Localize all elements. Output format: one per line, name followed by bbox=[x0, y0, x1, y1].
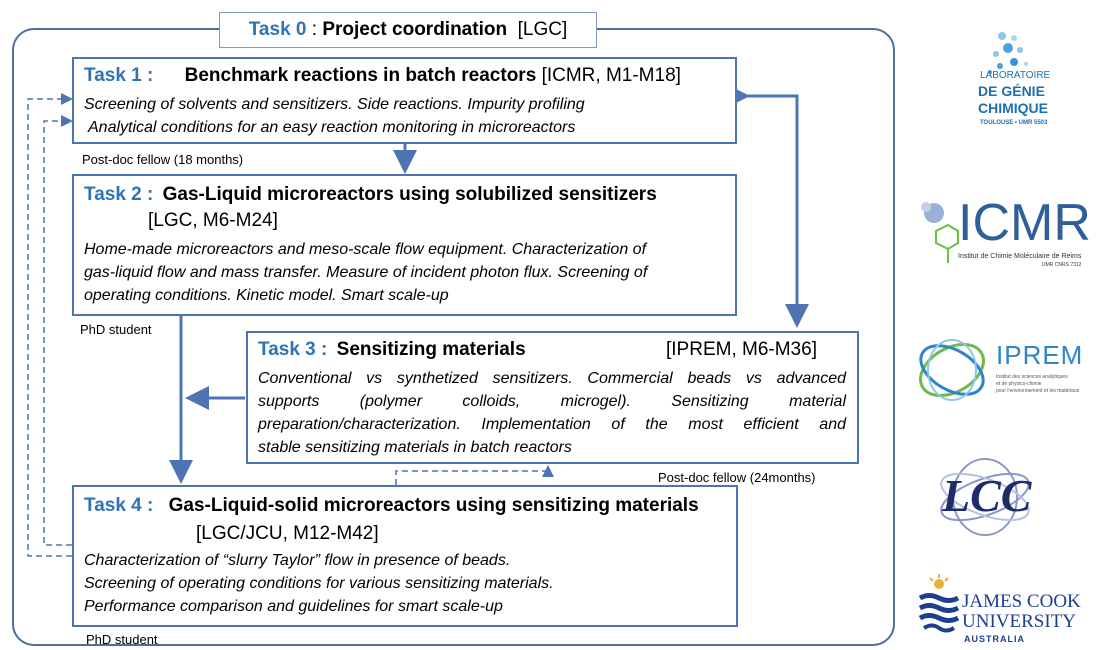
task3-description: Conventional vs synthetized sensitizers.… bbox=[258, 367, 846, 459]
lgc-logo: LABORATOIRE DE GÉNIE CHIMIQUE TOULOUSE •… bbox=[972, 28, 1076, 146]
task2-label: Task 2 bbox=[84, 184, 142, 205]
task0-separator: : bbox=[306, 19, 323, 40]
jcu-line: JAMES COOK bbox=[962, 591, 1081, 612]
icmr-subtitle: Institut de Chimie Moléculaire de Reims bbox=[958, 253, 1082, 260]
task4-line: Performance comparison and guidelines fo… bbox=[84, 598, 503, 615]
task3-line: Conventional vs synthetized sensitizers.… bbox=[258, 370, 846, 387]
lgc-line-4: TOULOUSE • UMR 5503 bbox=[980, 120, 1048, 126]
iprem-logo: IPREM Institut des sciences analytiques … bbox=[912, 330, 1096, 410]
icmr-logo: ICMR Institut de Chimie Moléculaire de R… bbox=[914, 195, 1096, 275]
task0-title: Project coordination bbox=[322, 19, 508, 40]
task2-header: Task 2 : Gas-Liquid microreactors using … bbox=[84, 184, 657, 205]
task0-label: Task 0 bbox=[248, 19, 307, 40]
task3-header: Task 3 : Sensitizing materials [IPREM, M… bbox=[258, 339, 817, 360]
task4-meta: [LGC/JCU, M12-M42] bbox=[196, 523, 379, 544]
task3-staff: Post-doc fellow (24months) bbox=[658, 470, 816, 485]
task3-line: stable sensitizing materials in batch re… bbox=[258, 439, 572, 456]
icmr-name: ICMR bbox=[958, 194, 1091, 252]
jcu-crest-icon bbox=[918, 574, 960, 633]
task1-box: Task 1 : Benchmark reactions in batch re… bbox=[72, 57, 737, 144]
task2-meta: [LGC, M6-M24] bbox=[148, 210, 278, 231]
jcu-logo: JAMES COOK UNIVERSITY AUSTRALIA bbox=[914, 572, 1097, 650]
task4-label: Task 4 bbox=[84, 495, 142, 516]
task3-line: preparation/characterization. Implementa… bbox=[258, 416, 846, 433]
icmr-molecule-icon bbox=[921, 202, 959, 263]
task3-label: Task 3 bbox=[258, 339, 316, 360]
task4-staff: PhD student bbox=[86, 632, 158, 647]
dashed-task4-to-task1-b bbox=[43, 115, 73, 546]
lcc-name: LCC bbox=[942, 470, 1032, 521]
task3-box: Task 3 : Sensitizing materials [IPREM, M… bbox=[246, 331, 859, 464]
task4-box: Task 4 : Gas-Liquid-solid microreactors … bbox=[72, 485, 738, 627]
iprem-name: IPREM bbox=[996, 340, 1084, 370]
task0-partner: [LGC] bbox=[517, 19, 568, 40]
task4-header: Task 4 : Gas-Liquid-solid microreactors … bbox=[84, 495, 699, 516]
task1-meta: [ICMR, M1-M18] bbox=[541, 65, 681, 86]
task0-box: Task 0 : Project coordination [LGC] bbox=[219, 12, 597, 48]
task2-line: gas-liquid flow and mass transfer. Measu… bbox=[84, 264, 648, 281]
iprem-sub-line: et de physico-chimie bbox=[996, 381, 1042, 387]
arrow-task1-task3 bbox=[726, 84, 809, 328]
jcu-name: JAMES COOK UNIVERSITY bbox=[962, 592, 1081, 632]
task1-description: Screening of solvents and sensitizers. S… bbox=[84, 93, 585, 139]
lgc-line-2: DE GÉNIE bbox=[978, 83, 1045, 99]
dashed-task4-to-task3 bbox=[395, 465, 554, 485]
task4-line: Screening of operating conditions for va… bbox=[84, 575, 554, 592]
lgc-dots-icon bbox=[988, 32, 1028, 74]
task2-description: Home-made microreactors and meso-scale f… bbox=[84, 238, 647, 307]
task2-title: Gas-Liquid microreactors using solubiliz… bbox=[162, 184, 657, 205]
task1-line: Analytical conditions for an easy reacti… bbox=[88, 119, 576, 136]
task3-meta: [IPREM, M6-M36] bbox=[666, 339, 817, 360]
iprem-subtitle: Institut des sciences analytiques et de … bbox=[996, 374, 1079, 395]
lgc-line-1: LABORATOIRE bbox=[980, 70, 1051, 81]
task2-line: operating conditions. Kinetic model. Sma… bbox=[84, 287, 449, 304]
iprem-rings-icon bbox=[919, 339, 985, 401]
jcu-line: UNIVERSITY bbox=[962, 611, 1076, 632]
task3-title: Sensitizing materials bbox=[336, 339, 526, 360]
task2-box: Task 2 : Gas-Liquid microreactors using … bbox=[72, 174, 737, 316]
task1-line: Screening of solvents and sensitizers. S… bbox=[84, 96, 585, 113]
dashed-task4-to-task1-a bbox=[27, 93, 73, 557]
task4-line: Characterization of “slurry Taylor” flow… bbox=[84, 552, 511, 569]
task4-description: Characterization of “slurry Taylor” flow… bbox=[84, 549, 554, 618]
task3-line: supports (polymer colloids, microgel). S… bbox=[258, 393, 846, 410]
iprem-sub-line: pour l'environnement et les matériaux bbox=[996, 388, 1080, 394]
lcc-orbit-icon bbox=[940, 458, 1030, 536]
iprem-sub-line: Institut des sciences analytiques bbox=[996, 374, 1068, 380]
task1-staff: Post-doc fellow (18 months) bbox=[82, 152, 244, 167]
lgc-line-3: CHIMIQUE bbox=[978, 100, 1048, 116]
lcc-logo: LCC bbox=[920, 455, 1050, 540]
jcu-country: AUSTRALIA bbox=[964, 634, 1025, 644]
task1-label: Task 1 bbox=[84, 65, 142, 86]
task2-line: Home-made microreactors and meso-scale f… bbox=[84, 241, 647, 258]
task1-title: Benchmark reactions in batch reactors bbox=[184, 65, 537, 86]
task1-header: Task 1 : Benchmark reactions in batch re… bbox=[84, 65, 681, 86]
task4-title: Gas-Liquid-solid microreactors using sen… bbox=[168, 495, 699, 516]
task2-staff: PhD student bbox=[80, 322, 152, 337]
icmr-umr: UMR CNRS 7312 bbox=[1042, 262, 1082, 268]
